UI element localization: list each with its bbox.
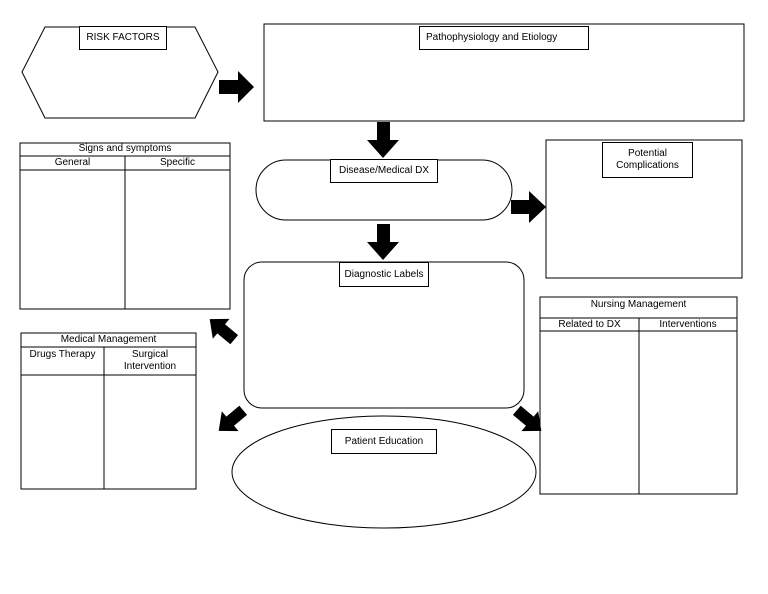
arrow-disease-to-diagnostic [367, 224, 399, 260]
complications-label: Potential Complications [602, 142, 693, 178]
disease-label: Disease/Medical DX [330, 159, 438, 183]
nursing-management-title: Nursing Management [590, 299, 687, 310]
arrow-diagnostic-to-medical [218, 405, 248, 432]
signs-symptoms-table [19, 142, 231, 310]
arrow-disease-to-complications [511, 191, 546, 223]
diagnostic-label: Diagnostic Labels [339, 262, 429, 287]
patient-education-label: Patient Education [331, 429, 437, 454]
medical-surgical-line2: Intervention [123, 361, 177, 372]
signs-specific-header: Specific [159, 157, 195, 168]
patient-education-ellipse [231, 415, 537, 529]
arrow-diagnostic-to-signs [209, 318, 239, 345]
medical-surgical-header: Surgical Intervention [104, 349, 196, 373]
arrow-patho-to-disease [367, 122, 399, 158]
pathophysiology-label: Pathophysiology and Etiology [419, 26, 589, 50]
signs-symptoms-title: Signs and symptoms [78, 143, 172, 154]
nursing-interventions-header: Interventions [659, 319, 717, 330]
arrow-risk-to-patho [219, 71, 254, 103]
complications-label-line1: Potential [628, 148, 667, 159]
signs-general-header: General [54, 157, 91, 168]
medical-surgical-line1: Surgical [131, 349, 169, 360]
risk-factors-hexagon [21, 26, 219, 119]
nursing-related-header: Related to DX [558, 319, 621, 330]
medical-management-table [20, 332, 197, 490]
risk-factors-label: RISK FACTORS [79, 26, 167, 50]
medical-management-title: Medical Management [60, 334, 157, 345]
complications-label-line2: Complications [616, 160, 679, 171]
nursing-management-table [539, 296, 738, 495]
medical-drugs-header: Drugs Therapy [29, 349, 96, 360]
arrow-diagnostic-to-nursing [512, 405, 542, 432]
